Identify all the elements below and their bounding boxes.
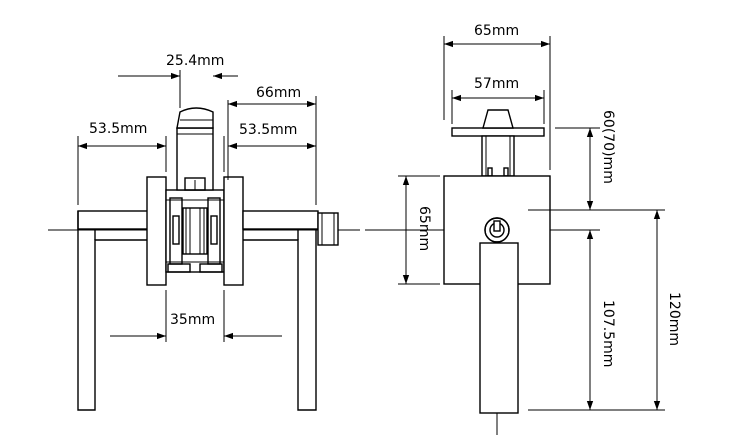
front-lever (479, 242, 519, 414)
latch-bolt (176, 107, 214, 191)
left-rose (146, 176, 167, 286)
dim-35: 35mm (170, 312, 215, 328)
dim-57: 57mm (474, 76, 519, 92)
left-lever-handle (77, 210, 149, 411)
dim-66: 66mm (256, 85, 301, 101)
lock-body (165, 189, 225, 273)
side-view: 25.4mm 66mm 53.5mm 53.5mm 35mm (48, 53, 360, 411)
dim-120: 120mm (666, 292, 682, 346)
faceplate (451, 109, 545, 177)
right-lever-handle (242, 210, 339, 411)
dim-65-top: 65mm (474, 23, 519, 39)
right-rose (223, 176, 244, 286)
dim-107-5: 107.5mm (600, 300, 616, 367)
dim-25-4: 25.4mm (166, 53, 224, 69)
dim-53-5-right: 53.5mm (239, 122, 297, 138)
dim-65-side: 65mm (416, 206, 432, 251)
dim-53-5-left: 53.5mm (89, 121, 147, 137)
front-view: 65mm 57mm 65mm 60(70)mm 107.5mm 120mm (365, 23, 682, 435)
dim-60-70: 60(70)mm (600, 110, 616, 184)
